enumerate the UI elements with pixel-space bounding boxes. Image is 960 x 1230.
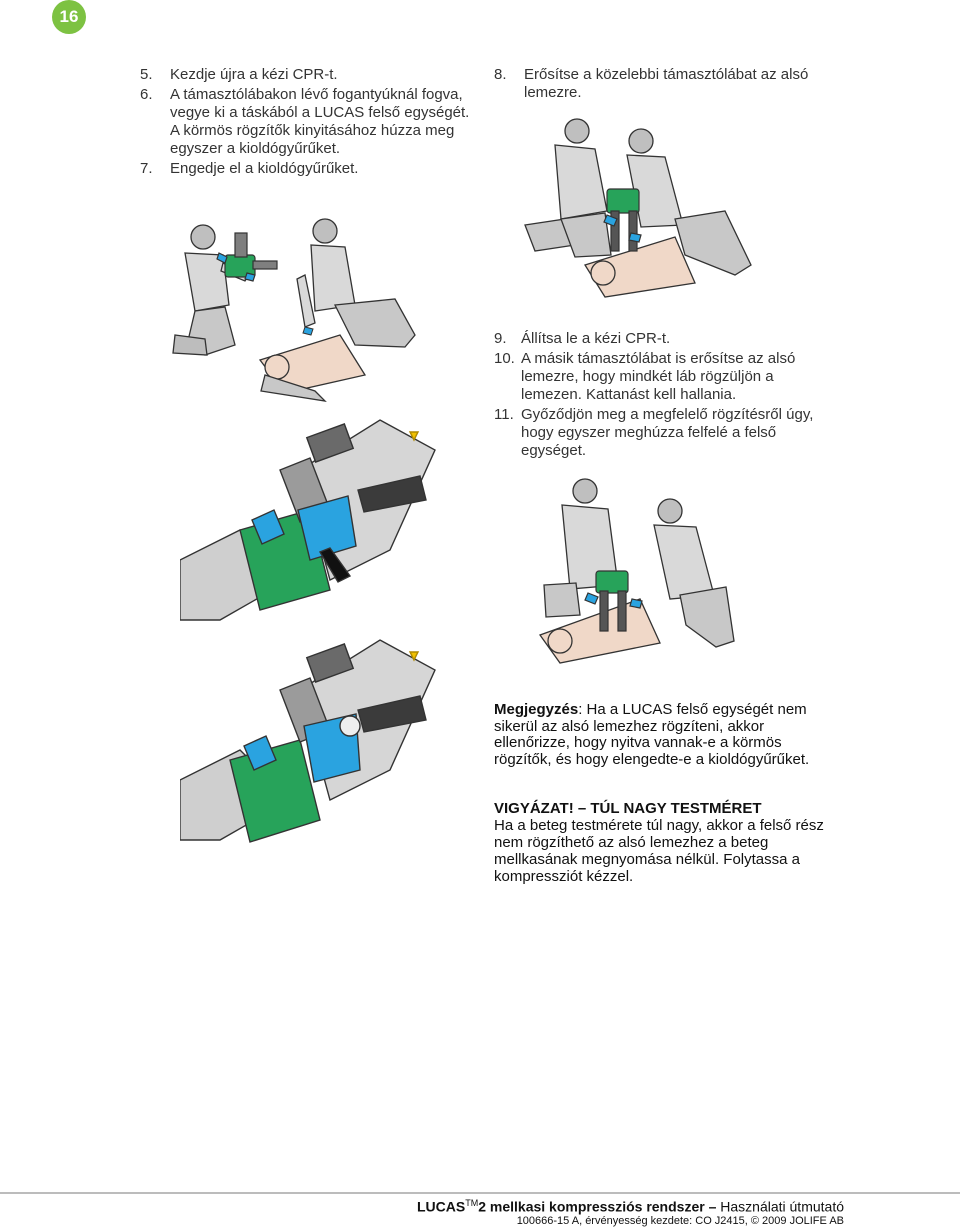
list-item: 5.Kezdje újra a kézi CPR-t. — [140, 66, 338, 83]
list-item: 9.Állítsa le a kézi CPR-t. — [494, 330, 671, 347]
footer-reference: 100666-15 A, érvényesség kezdete: CO J24… — [516, 1215, 844, 1227]
warning-title: VIGYÁZAT! – TÚL NAGY TESTMÉRET — [494, 800, 762, 817]
illustration-attach-near-leg — [524, 118, 752, 298]
illustration-closeup-release-ring-2 — [180, 639, 436, 843]
illustration-remove-upper-part — [172, 218, 416, 402]
steps-list-right-mid: 9.Állítsa le a kézi CPR-t. 10.A másik tá… — [494, 330, 824, 462]
warning-text: Ha a beteg testmérete túl nagy, akkor a … — [494, 817, 824, 885]
illustration-closeup-release-ring-1 — [180, 419, 436, 621]
page-number-badge: 16 — [52, 0, 86, 34]
list-item: 11.Győződjön meg a megfelelő rögzítésről… — [494, 406, 814, 459]
list-item: 8.Erősítse a közelebbi támasztólábat az … — [494, 66, 809, 101]
warning-block: VIGYÁZAT! – TÚL NAGY TESTMÉRET Ha a bete… — [494, 800, 824, 885]
list-item: 7.Engedje el a kioldógyűrűket. — [140, 160, 359, 177]
note-block: Megjegyzés: Ha a LUCAS felső egységét ne… — [494, 701, 810, 768]
list-item: 6.A támasztólábakon lévő fogantyúknál fo… — [140, 86, 470, 157]
steps-list-left: 5.Kezdje újra a kézi CPR-t. 6.A támasztó… — [140, 66, 480, 180]
footer-divider — [0, 1192, 960, 1194]
steps-list-right-top: 8.Erősítse a közelebbi támasztólábat az … — [494, 66, 824, 104]
illustration-check-attachment — [538, 478, 735, 664]
footer-title: LUCASTM2 mellkasi kompressziós rendszer … — [417, 1198, 844, 1215]
list-item: 10.A másik támasztólábat is erősítse az … — [494, 350, 796, 403]
